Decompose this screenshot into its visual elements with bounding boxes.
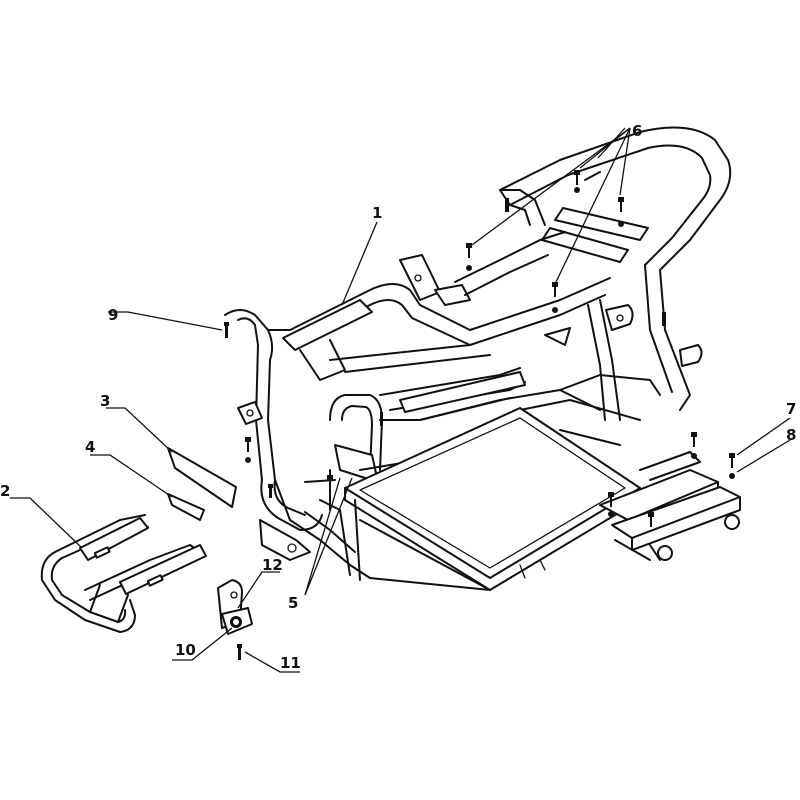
callout-labels: 1 2 3 4 5 6 7 8 9 10 11 12 [0, 122, 796, 672]
plate-4 [167, 493, 205, 521]
callout-4: 4 [85, 438, 95, 456]
bolt-6b-icon [618, 197, 624, 227]
callout-9: 9 [108, 306, 118, 324]
front-bumper-2 [40, 514, 207, 633]
callout-7: 7 [786, 400, 796, 418]
callout-8: 8 [786, 426, 796, 444]
callout-11: 11 [280, 654, 301, 672]
callout-12: 12 [262, 556, 283, 574]
leader-lines [10, 127, 791, 673]
callout-10: 10 [175, 641, 196, 659]
callout-3: 3 [100, 392, 110, 410]
bolt-6d-icon [552, 282, 558, 313]
plate-3 [167, 447, 237, 508]
bolt-6a-icon [574, 170, 580, 193]
bolt-rear-icon [505, 198, 666, 326]
bolt-11-icon [237, 644, 242, 660]
bolt-9-icon [224, 322, 229, 338]
main-frame [224, 126, 741, 591]
callout-5: 5 [288, 594, 298, 612]
bolt-6c-icon [466, 243, 472, 271]
bolt-7-8-icon [608, 432, 735, 527]
bracket-10 [217, 579, 253, 635]
callout-6: 6 [632, 122, 642, 140]
callout-1: 1 [372, 204, 382, 222]
bolt-front-icon [245, 412, 383, 498]
fasteners [224, 170, 735, 527]
callout-2: 2 [0, 482, 10, 500]
